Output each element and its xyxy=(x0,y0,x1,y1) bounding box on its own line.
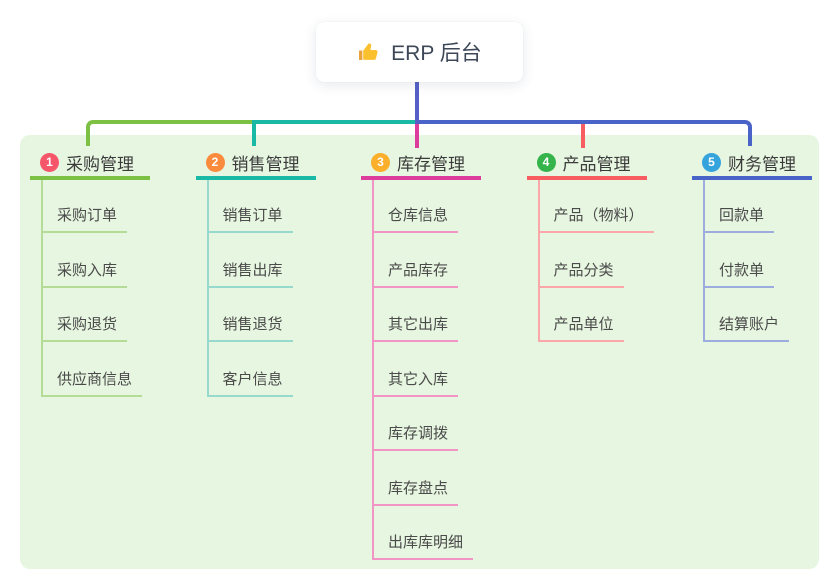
child-node[interactable]: 客户信息 xyxy=(206,367,293,397)
connector-root-line xyxy=(415,81,419,124)
branch-node-2[interactable]: 2 销售管理 xyxy=(195,148,316,180)
branch-node-3[interactable]: 3 库存管理 xyxy=(361,148,481,180)
branch-number-badge: 4 xyxy=(536,152,556,172)
branch-number-badge: 3 xyxy=(371,152,390,172)
child-node[interactable]: 仓库信息 xyxy=(372,203,459,233)
root-node-label: ERP 后台 xyxy=(391,42,482,65)
branch-number-badge: 1 xyxy=(40,152,59,172)
child-node[interactable]: 产品库存 xyxy=(372,258,459,288)
branch-children-spine xyxy=(703,180,705,342)
child-node[interactable]: 出库库明细 xyxy=(372,530,474,560)
branch-label: 采购管理 xyxy=(66,154,134,174)
child-node[interactable]: 其它入库 xyxy=(372,367,459,397)
connector-branch3-drop xyxy=(415,124,419,148)
branch-children-spine xyxy=(372,180,374,560)
connector-branch4-drop xyxy=(580,124,585,148)
child-node[interactable]: 销售出库 xyxy=(206,258,293,288)
child-node[interactable]: 采购订单 xyxy=(41,203,128,233)
connector-branch1-segment xyxy=(86,120,252,146)
child-node[interactable]: 产品（物料） xyxy=(537,203,654,233)
branch-node-4[interactable]: 4 产品管理 xyxy=(526,148,647,180)
branch-children-spine xyxy=(537,180,540,342)
branch-number-badge: 5 xyxy=(702,152,721,172)
child-node[interactable]: 付款单 xyxy=(703,258,775,288)
child-node[interactable]: 回款单 xyxy=(703,203,775,233)
branch-label: 产品管理 xyxy=(562,154,631,174)
child-node[interactable]: 结算账户 xyxy=(703,312,790,342)
child-node[interactable]: 供应商信息 xyxy=(41,367,143,397)
connector-branch5-segment xyxy=(417,120,752,146)
branch-number-badge: 2 xyxy=(205,152,225,172)
child-node[interactable]: 采购退货 xyxy=(41,312,128,342)
root-node[interactable]: ERP 后台 xyxy=(316,22,523,82)
child-node[interactable]: 产品分类 xyxy=(537,258,624,288)
connector-branch2-segment xyxy=(251,120,419,146)
branch-label: 库存管理 xyxy=(397,154,465,174)
child-node[interactable]: 产品单位 xyxy=(537,312,624,342)
branch-label: 销售管理 xyxy=(231,154,300,174)
branch-node-5[interactable]: 5 财务管理 xyxy=(692,148,812,180)
branch-children-spine xyxy=(206,180,209,397)
child-node[interactable]: 采购入库 xyxy=(41,258,128,288)
branch-node-1[interactable]: 1 采购管理 xyxy=(30,148,150,180)
child-node[interactable]: 销售退货 xyxy=(206,312,293,342)
thumbs-up-icon xyxy=(357,40,381,64)
branch-label: 财务管理 xyxy=(728,154,796,174)
branch-children-spine xyxy=(41,180,43,397)
child-node[interactable]: 销售订单 xyxy=(206,203,293,233)
child-node[interactable]: 库存盘点 xyxy=(372,476,459,506)
mindmap-background-panel xyxy=(20,135,819,569)
child-node[interactable]: 库存调拨 xyxy=(372,421,459,451)
child-node[interactable]: 其它出库 xyxy=(372,312,459,342)
